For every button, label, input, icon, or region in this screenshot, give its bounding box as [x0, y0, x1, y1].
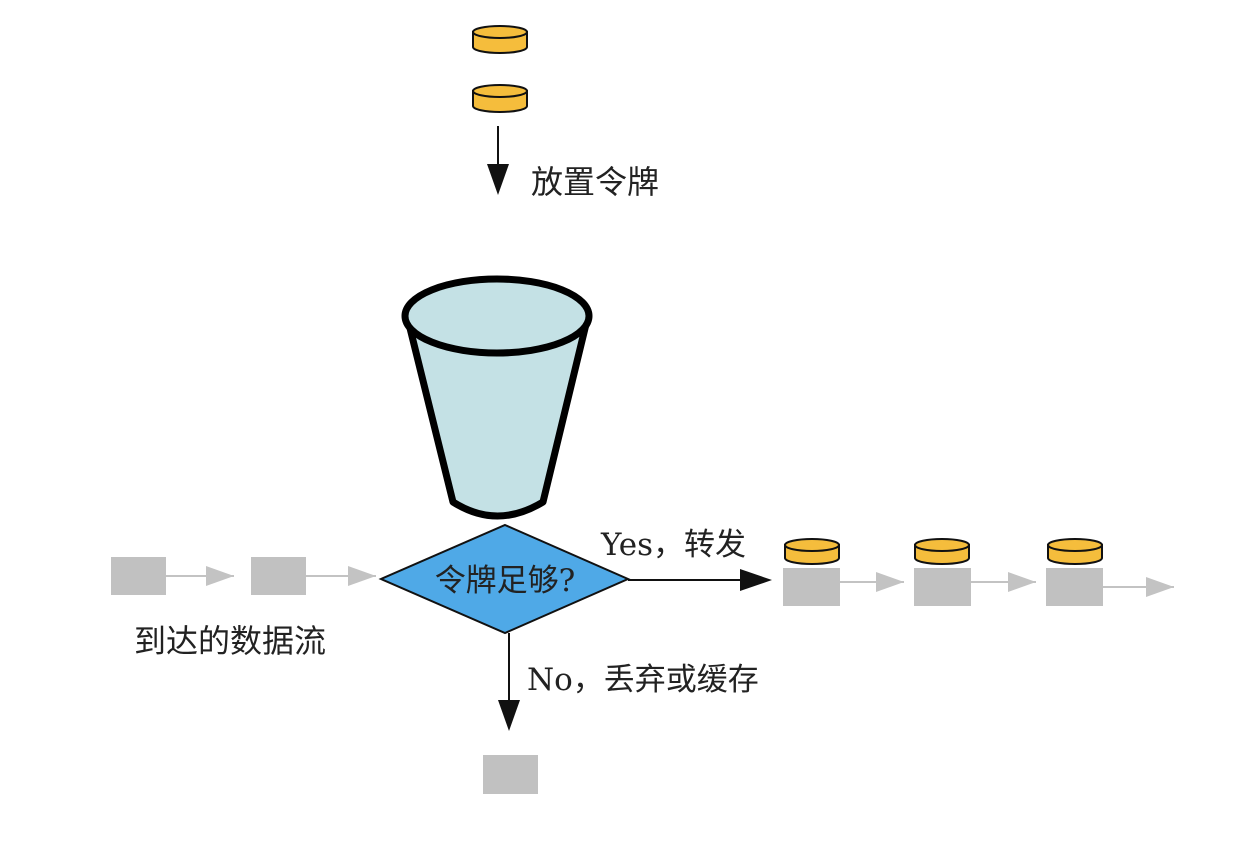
forwarded-arrowhead-2 — [1008, 572, 1036, 592]
bucket — [401, 275, 593, 520]
forwarded-token-3 — [1047, 538, 1103, 565]
incoming-packet-1 — [111, 557, 166, 595]
forwarded-token-2 — [914, 538, 970, 565]
yes-forward-label: Yes，转发 — [600, 527, 746, 563]
dropped-packet — [483, 755, 538, 794]
arriving-stream-label: 到达的数据流 — [134, 622, 326, 660]
forwarded-packet-3 — [1046, 568, 1103, 606]
forwarded-arrowhead-1 — [876, 572, 904, 592]
incoming-arrowhead-2 — [348, 566, 376, 586]
forwarded-token-1 — [784, 538, 840, 565]
token-falling-1 — [472, 25, 528, 54]
forwarded-packet-1 — [783, 568, 840, 606]
decision-diamond — [378, 523, 631, 635]
no-arrow — [498, 633, 520, 731]
place-tokens-label: 放置令牌 — [531, 163, 659, 201]
no-drop-label: No，丢弃或缓存 — [527, 662, 759, 698]
incoming-arrowhead-1 — [206, 566, 234, 586]
decision-label: 令牌足够? — [435, 563, 576, 599]
forwarded-packet-2 — [914, 568, 971, 606]
forwarded-arrowhead-3 — [1146, 577, 1174, 597]
yes-arrow — [628, 569, 772, 591]
place-tokens-arrow — [487, 126, 509, 195]
incoming-packet-2 — [251, 557, 306, 595]
token-falling-2 — [472, 84, 528, 113]
